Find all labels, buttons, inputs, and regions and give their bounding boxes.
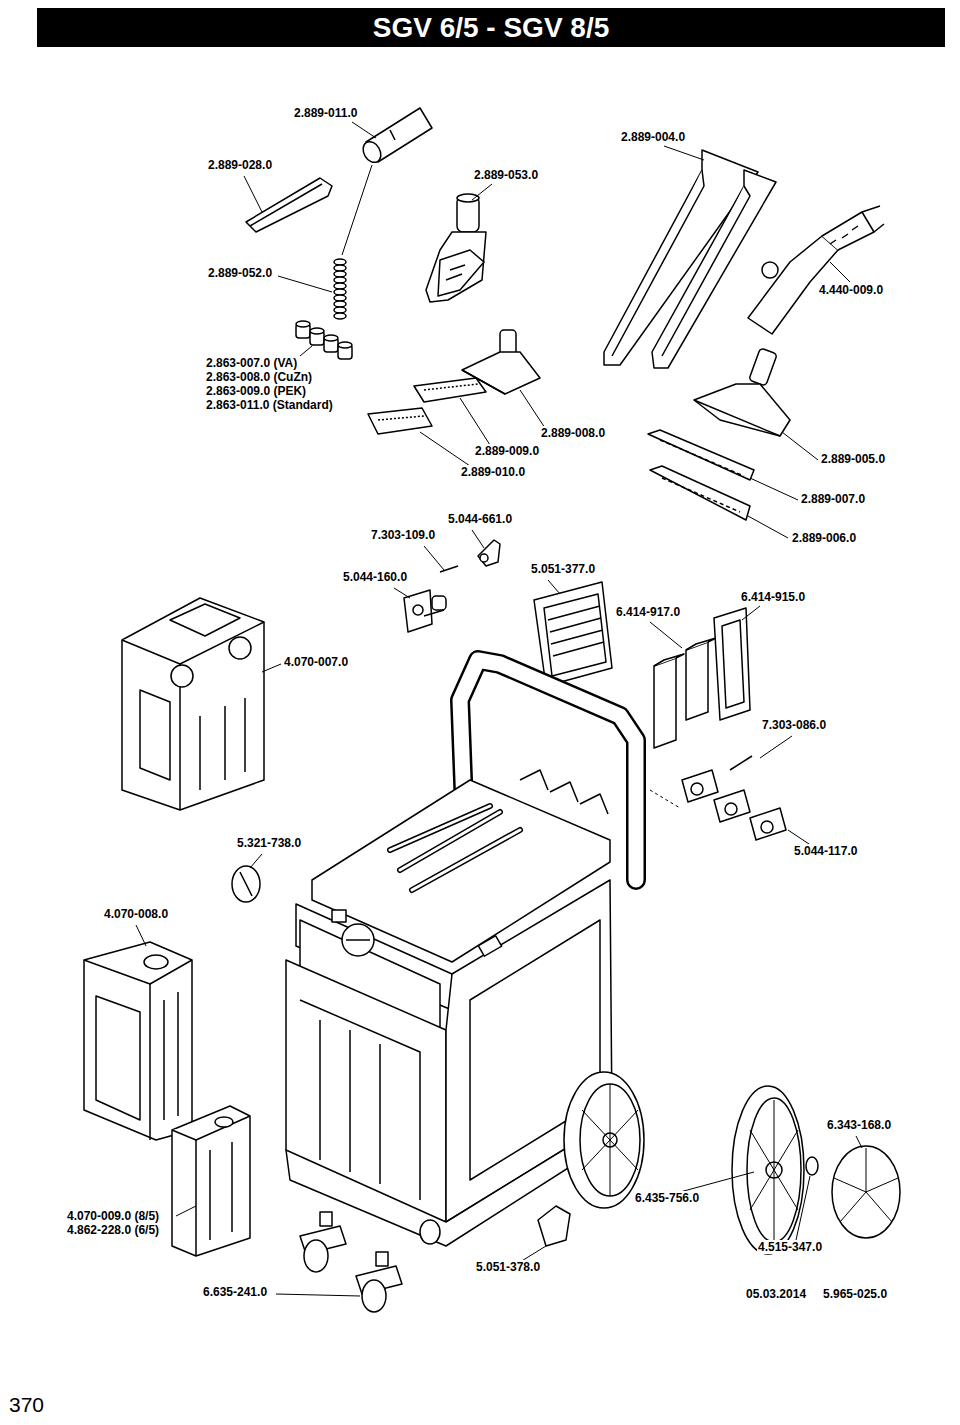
- part-number: 6.414-915.0: [740, 590, 806, 604]
- part-number: 5.044-661.0: [447, 512, 513, 526]
- part-number: 2.889-004.0: [620, 130, 686, 144]
- part-number: 2.889-011.0: [293, 106, 358, 120]
- part-number: 5.044-160.0: [342, 570, 408, 584]
- part-number: 6.343-168.0: [826, 1118, 892, 1132]
- part-number: 2.889-006.0: [791, 531, 857, 545]
- part-number: 2.863-011.0 (Standard): [205, 398, 334, 412]
- part-number: 7.303-086.0: [761, 718, 827, 732]
- page-number: 370: [8, 1398, 45, 1412]
- part-number: 2.889-005.0: [820, 452, 886, 466]
- part-number: 2.889-009.0: [474, 444, 540, 458]
- part-number: 4.070-009.0 (8/5): [66, 1209, 160, 1223]
- part-number: 4.515-347.0: [757, 1240, 823, 1254]
- part-number: 2.863-009.0 (PEK): [205, 384, 307, 398]
- part-number: 5.321-738.0: [236, 836, 302, 850]
- part-number: 2.889-053.0: [473, 168, 539, 182]
- part-number: 4.440-009.0: [818, 283, 884, 297]
- part-number: 2.889-028.0: [207, 158, 273, 172]
- part-number: 2.889-010.0: [460, 465, 526, 479]
- part-number: 4.862-228.0 (6/5): [66, 1223, 160, 1237]
- part-number: 7.303-109.0: [370, 528, 436, 542]
- part-number: 2.889-008.0: [540, 426, 606, 440]
- part-number: 5.051-378.0: [475, 1260, 541, 1274]
- part-number: 4.070-008.0: [103, 907, 169, 921]
- part-number: 6.435-756.0: [634, 1191, 700, 1205]
- part-number: 6.414-917.0: [615, 605, 681, 619]
- document-number: 5.965-025.0: [822, 1287, 888, 1301]
- part-number: 2.889-052.0: [207, 266, 273, 280]
- date-stamp: 05.03.2014: [745, 1287, 807, 1301]
- part-number: 2.889-007.0: [800, 492, 866, 506]
- part-number: 2.863-008.0 (CuZn): [205, 370, 313, 384]
- part-number: 2.863-007.0 (VA): [205, 356, 298, 370]
- page-title: SGV 6/5 - SGV 8/5: [37, 8, 945, 47]
- part-number: 6.635-241.0: [202, 1285, 268, 1299]
- part-number: 5.044-117.0: [793, 844, 858, 858]
- part-number: 4.070-007.0: [283, 655, 349, 669]
- part-number: 5.051-377.0: [530, 562, 596, 576]
